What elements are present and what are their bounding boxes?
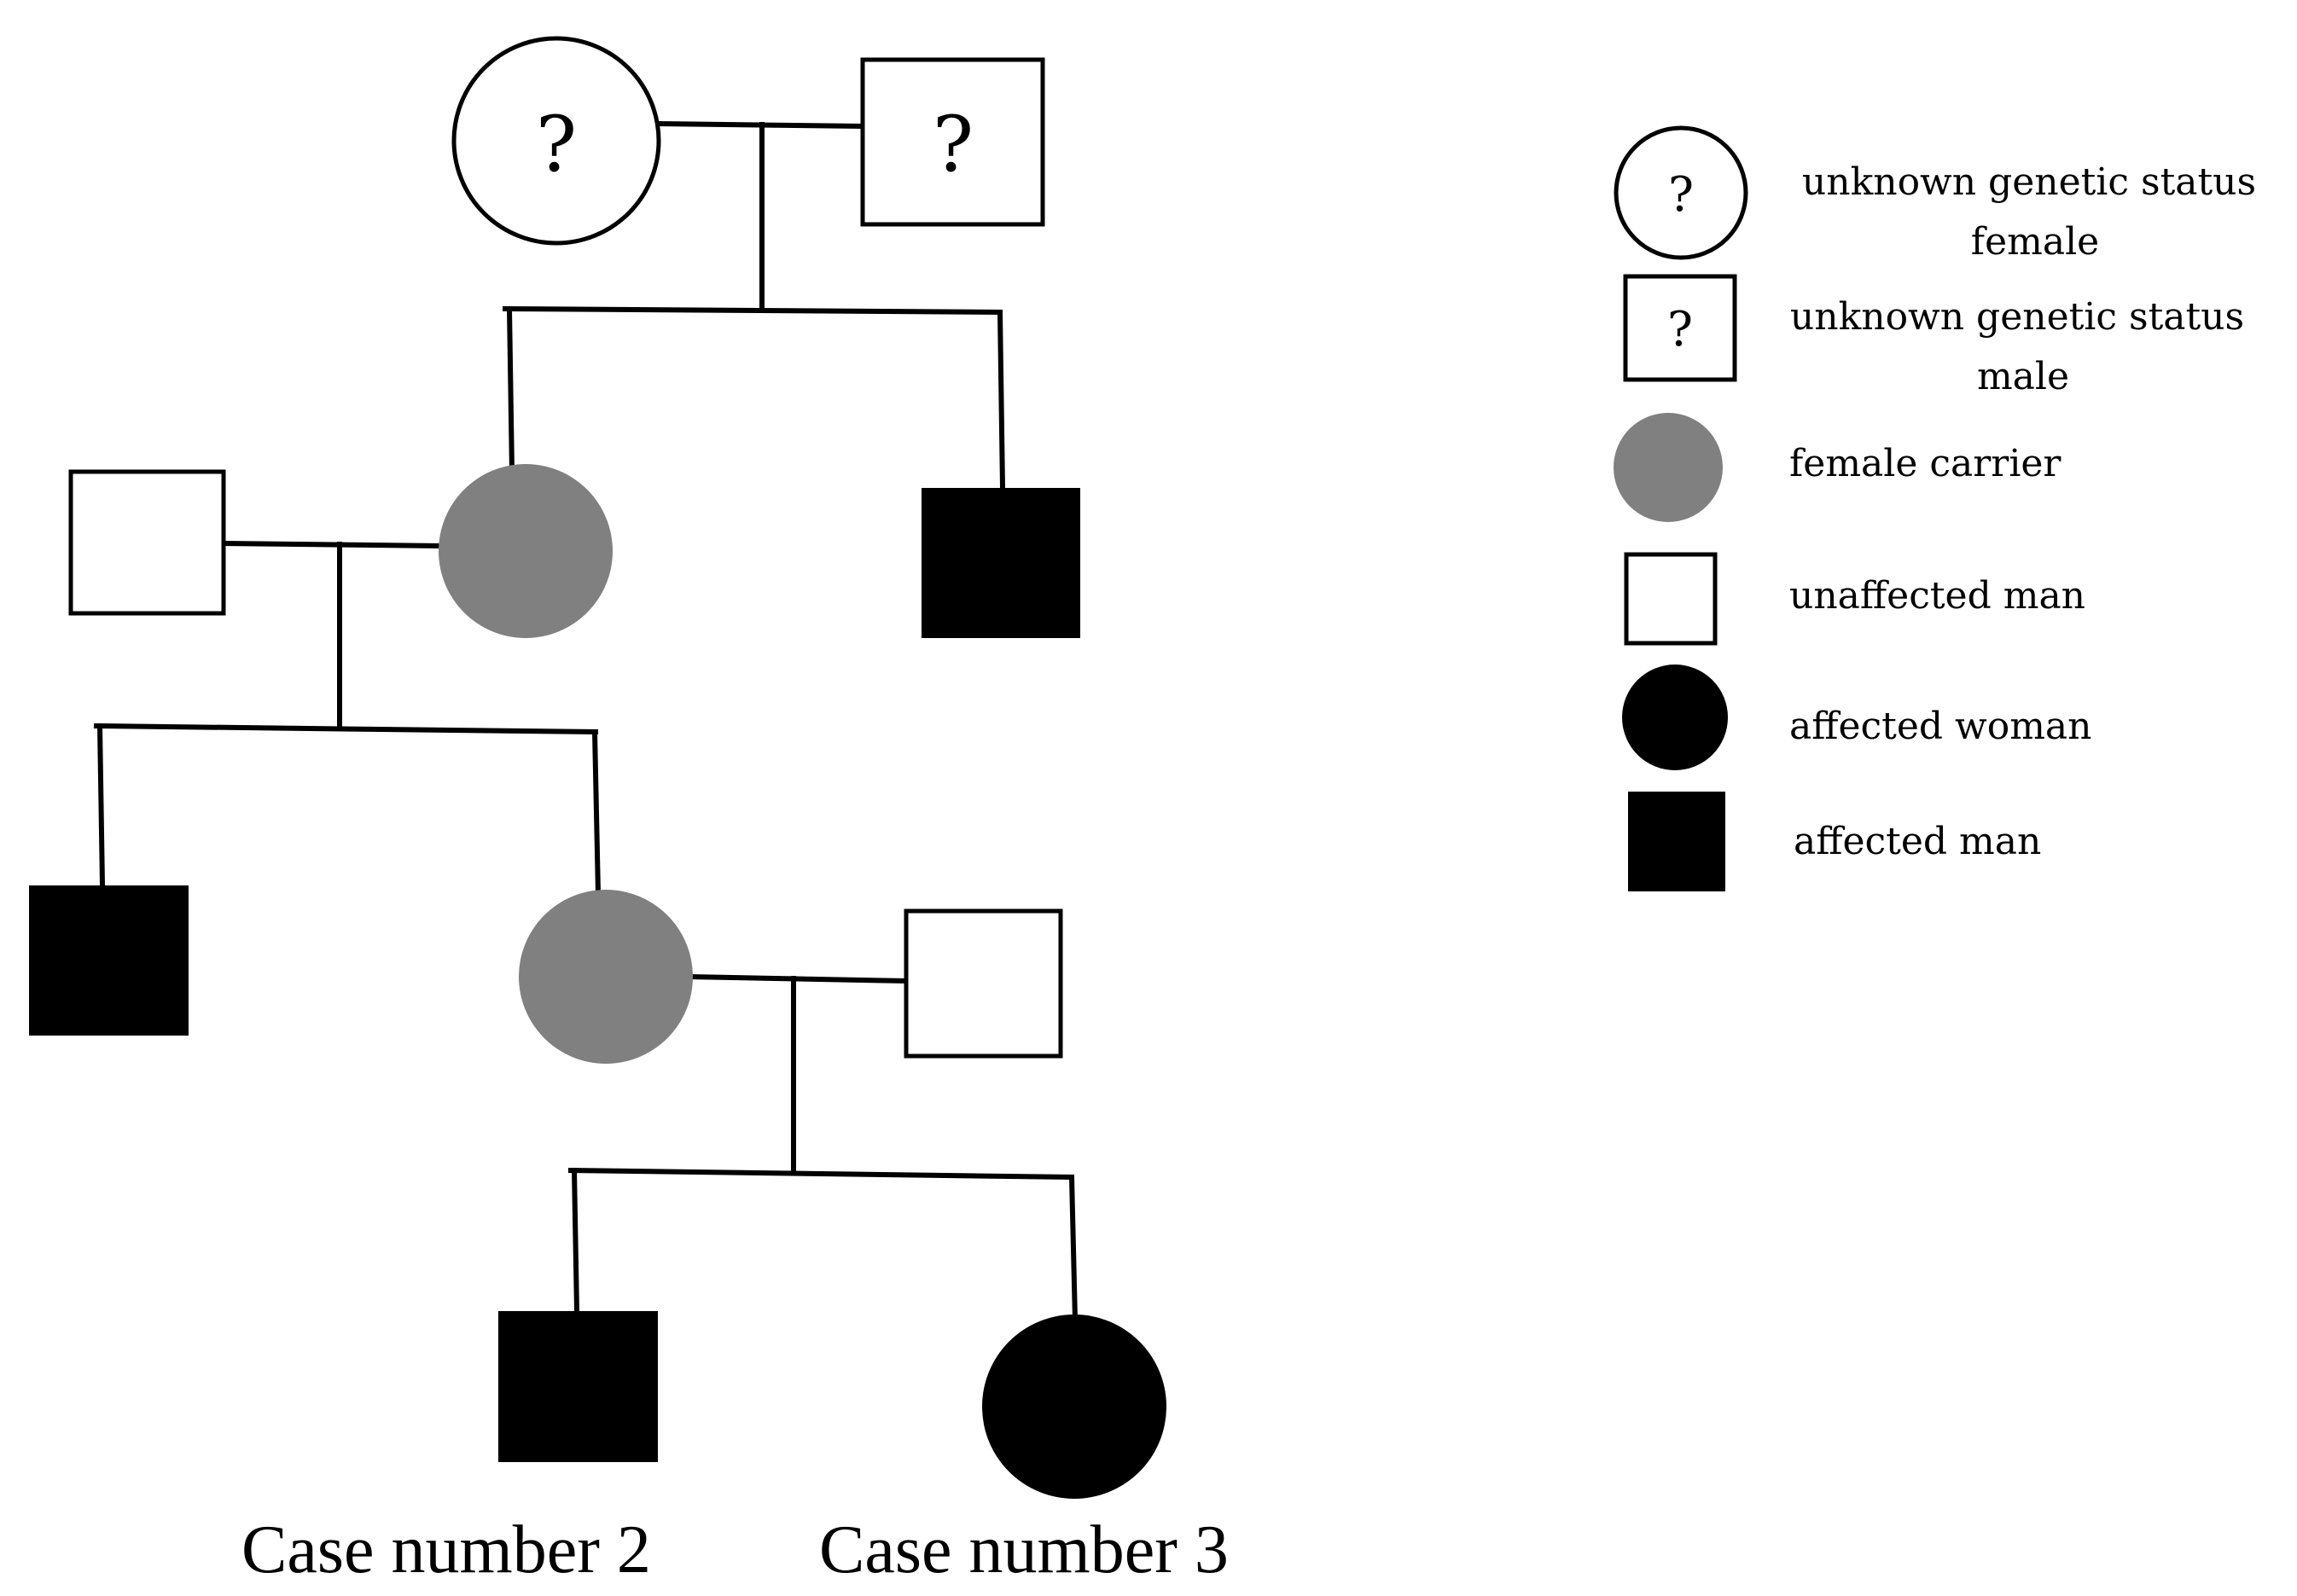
square-symbol: [498, 1311, 658, 1462]
legend-item-unknown-female: ? unknown genetic status female: [1614, 125, 2268, 264]
legend-label-line-1: unknown genetic status: [1790, 295, 2244, 339]
unknown-mark: ?: [1668, 167, 1694, 223]
drop-line-daughter: [591, 728, 602, 897]
square-symbol: [29, 885, 189, 1036]
unaffected-male-father-2: [904, 908, 1063, 1059]
legend-label: unaffected man: [1789, 574, 2085, 618]
legend-item-female-carrier: female carrier: [1614, 413, 2061, 522]
mating-line-gen2: [220, 540, 443, 549]
drop-line-mother: [506, 305, 515, 475]
legend-square-symbol: [1624, 552, 1718, 646]
drop-line-case2: [571, 1167, 580, 1315]
square-symbol: [922, 488, 1080, 638]
unaffected-male-father-1: [68, 469, 226, 616]
affected-male-case-2: [498, 1311, 658, 1462]
unknown-mark: ?: [1667, 302, 1693, 357]
square-symbol: [860, 57, 1045, 227]
female-carrier-daughter: [519, 890, 693, 1064]
unknown-mark: ?: [536, 100, 577, 189]
circle-symbol: [519, 890, 693, 1064]
case-label-3: Case number 3: [819, 1512, 1229, 1587]
legend-square-symbol: [1628, 792, 1725, 891]
legend-item-affected-woman: affected woman: [1622, 665, 2092, 770]
legend-label: unknown genetic status female: [1802, 160, 2268, 264]
legend-item-unknown-male: ? unknown genetic status male: [1623, 274, 2256, 398]
legend-item-unaffected-man: unaffected man: [1624, 552, 2085, 646]
legend-circle-symbol: [1614, 413, 1723, 522]
legend-label: affected woman: [1789, 705, 2092, 748]
unknown-mark: ?: [933, 100, 974, 189]
sibship-line-gen4: [567, 1167, 1075, 1181]
square-symbol: [68, 469, 226, 616]
drop-line-case3: [1068, 1174, 1079, 1324]
legend-label: female carrier: [1789, 442, 2061, 485]
legend-label-line-2: male: [1977, 355, 2069, 398]
mating-line-gen3: [686, 973, 910, 984]
legend-label-line-2: female: [1971, 220, 2099, 264]
legend-circle-symbol: [1614, 125, 1748, 260]
square-symbol: [904, 908, 1063, 1059]
sibship-line-gen2: [502, 305, 1003, 316]
sibship-line-gen3: [93, 723, 599, 735]
affected-female-case-3: [982, 1315, 1166, 1499]
drop-line-uncle: [997, 309, 1006, 491]
legend-label: unknown genetic status male: [1790, 295, 2256, 398]
unknown-male-grandfather: ?: [860, 57, 1045, 227]
unknown-female-grandmother: ?: [451, 36, 661, 246]
legend-item-affected-man: affected man: [1628, 792, 2041, 891]
legend-label-line-1: unknown genetic status: [1802, 160, 2256, 204]
circle-symbol: [439, 464, 613, 638]
affected-male-uncle: [922, 488, 1080, 638]
circle-symbol: [451, 36, 661, 246]
pedigree-lines: [93, 120, 1079, 1324]
circle-symbol: [982, 1315, 1166, 1499]
case-label-2: Case number 2: [241, 1512, 651, 1587]
female-carrier-mother: [439, 464, 613, 638]
legend-square-symbol: [1623, 274, 1737, 382]
affected-male-son: [29, 885, 189, 1036]
legend: ? unknown genetic status female ? unknow…: [1614, 125, 2268, 891]
legend-circle-symbol: [1622, 665, 1728, 770]
legend-label: affected man: [1794, 820, 2041, 863]
drop-line-son: [96, 723, 106, 889]
